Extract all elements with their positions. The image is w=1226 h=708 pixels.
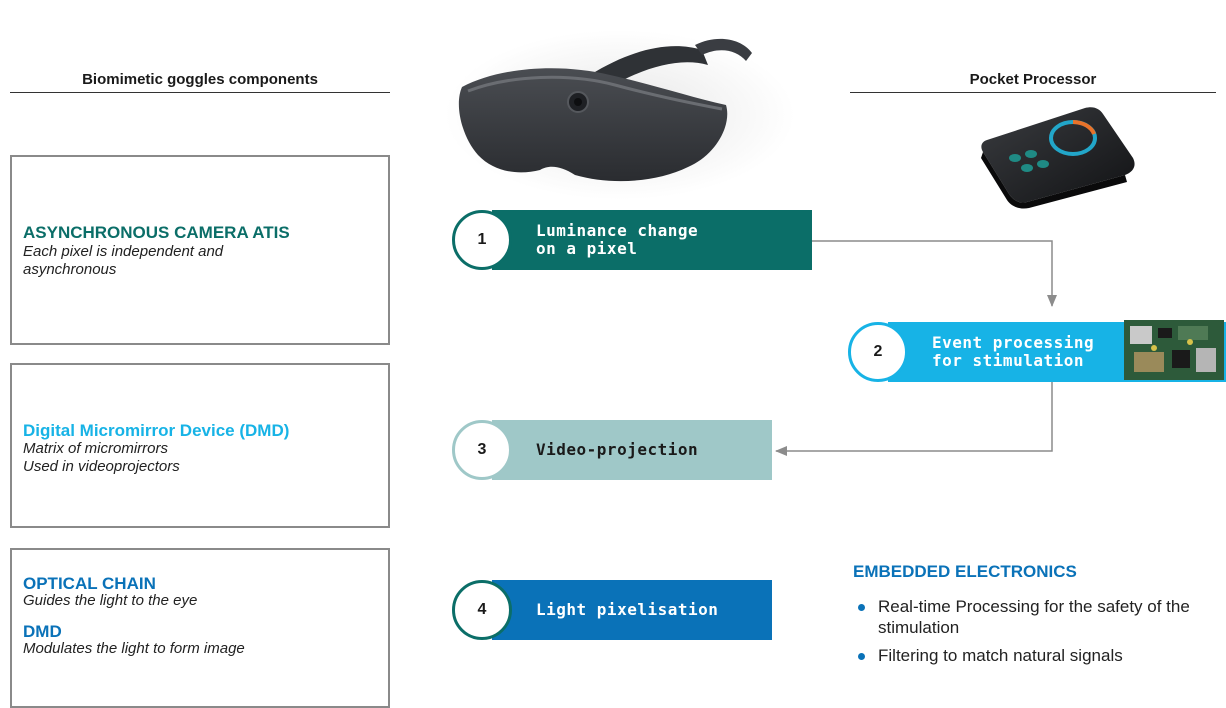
electronics-item: Filtering to match natural signals — [852, 645, 1222, 666]
step-4-number: 4 — [452, 580, 512, 640]
camera-atis-box: ASYNCHRONOUS CAMERA ATIS Each pixel is i… — [10, 155, 390, 345]
dmd-modulator-subtitle: Modulates the light to form image — [23, 640, 245, 657]
step-3-number: 3 — [452, 420, 512, 480]
step-2-number: 2 — [848, 322, 908, 382]
dmd-title: Digital Micromirror Device (DMD) — [23, 421, 290, 440]
left-header: Biomimetic goggles components — [82, 71, 318, 88]
camera-atis-subtitle: Each pixel is independent and asynchrono… — [23, 243, 224, 278]
optical-chain-subtitle: Guides the light to the eye — [23, 592, 198, 609]
dmd-modulator-title: DMD — [23, 622, 62, 641]
pocket-processor-image — [981, 107, 1135, 209]
dmd-box: Digital Micromirror Device (DMD) Matrix … — [10, 363, 390, 528]
circuit-board-image — [1124, 320, 1224, 380]
electronics-item: Real-time Processing for the safety of t… — [852, 596, 1222, 638]
dmd-subtitle: Matrix of micromirrors Used in videoproj… — [23, 440, 180, 475]
step-1-bar: Luminance change on a pixel — [492, 210, 812, 270]
right-header-rule — [850, 92, 1216, 93]
left-header-rule — [10, 92, 390, 93]
goggles-image — [445, 30, 795, 200]
arrow-step2-to-step3 — [775, 380, 1053, 456]
arrow-step1-to-step2 — [772, 240, 1057, 307]
optical-chain-box: OPTICAL CHAIN Guides the light to the ey… — [10, 548, 390, 708]
camera-atis-title: ASYNCHRONOUS CAMERA ATIS — [23, 223, 290, 242]
step-1-number: 1 — [452, 210, 512, 270]
step-4-bar: Light pixelisation — [492, 580, 772, 640]
embedded-electronics-list: Real-time Processing for the safety of t… — [852, 596, 1222, 673]
embedded-electronics-title: EMBEDDED ELECTRONICS — [853, 562, 1077, 581]
optical-chain-title: OPTICAL CHAIN — [23, 574, 156, 593]
step-3-bar: Video-projection — [492, 420, 772, 480]
right-header: Pocket Processor — [969, 71, 1097, 88]
